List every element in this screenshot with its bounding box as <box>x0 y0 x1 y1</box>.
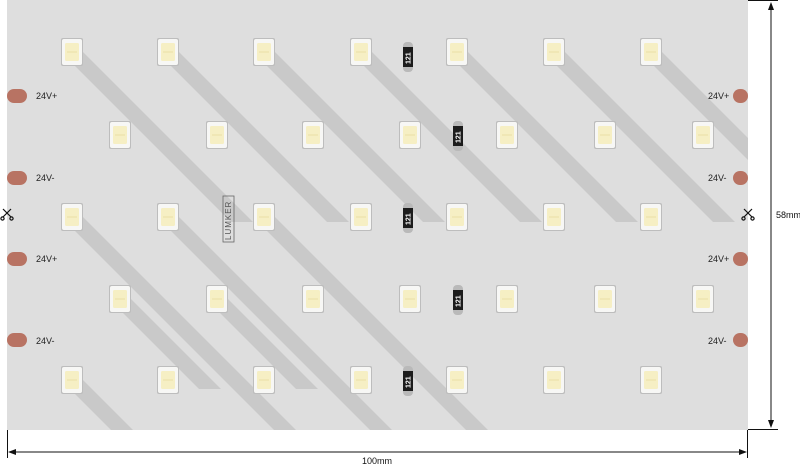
led-19 <box>446 366 468 394</box>
copper-traces <box>61 52 748 430</box>
led-array <box>61 38 714 394</box>
led-28 <box>692 121 714 149</box>
pad-label-right-1: 24V+ <box>708 91 729 101</box>
led-8 <box>61 203 83 231</box>
pad-labels-left: 24V+ 24V- 24V+ 24V- <box>36 91 57 346</box>
resistor-5: 121 <box>403 366 413 396</box>
pad-right-2 <box>733 171 748 185</box>
pad-label-left-1: 24V+ <box>36 91 57 101</box>
width-label: 100mm <box>362 456 392 465</box>
led-17 <box>253 366 275 394</box>
copper-trace-5 <box>446 52 638 222</box>
led-35 <box>692 285 714 313</box>
led-10 <box>253 203 275 231</box>
pad-label-right-2: 24V- <box>708 173 727 183</box>
led-6 <box>543 38 565 66</box>
resistor-code: 121 <box>406 376 413 388</box>
cut-mark-right-icon <box>741 208 755 221</box>
pad-right-4 <box>733 333 748 347</box>
copper-trace-6 <box>543 52 735 222</box>
pad-right-1 <box>733 89 748 103</box>
resistor-array: 121 121 121 121 121 <box>403 42 463 396</box>
led-20 <box>543 366 565 394</box>
led-12 <box>446 203 468 231</box>
pad-left-2 <box>7 171 27 185</box>
solder-pads <box>7 89 748 347</box>
pad-left-1 <box>7 89 27 103</box>
copper-trace-10 <box>253 217 488 430</box>
led-9 <box>157 203 179 231</box>
resistor-code: 121 <box>456 295 463 307</box>
led-25 <box>399 121 421 149</box>
resistor-code: 121 <box>406 52 413 64</box>
led-1 <box>61 38 83 66</box>
pad-label-right-3: 24V+ <box>708 254 729 264</box>
led-31 <box>302 285 324 313</box>
led-18 <box>350 366 372 394</box>
led-13 <box>543 203 565 231</box>
resistor-1: 121 <box>403 42 413 72</box>
pad-label-left-2: 24V- <box>36 173 55 183</box>
copper-trace-8 <box>61 217 296 430</box>
led-21 <box>640 366 662 394</box>
pad-left-4 <box>7 333 27 347</box>
led-4 <box>350 38 372 66</box>
resistor-3: 121 <box>403 203 413 233</box>
led-5 <box>446 38 468 66</box>
resistor-code: 121 <box>456 131 463 143</box>
led-27 <box>594 121 616 149</box>
resistor-code: 121 <box>406 213 413 225</box>
led-26 <box>496 121 518 149</box>
pad-left-3 <box>7 252 27 266</box>
brand-text: LUMKER <box>224 201 233 240</box>
led-32 <box>399 285 421 313</box>
pad-label-right-4: 24V- <box>708 336 727 346</box>
copper-trace-1 <box>61 52 253 222</box>
led-11 <box>350 203 372 231</box>
led-3 <box>253 38 275 66</box>
led-24 <box>302 121 324 149</box>
pad-labels-right: 24V+ 24V- 24V+ 24V- <box>708 91 729 346</box>
copper-trace-13 <box>206 299 318 389</box>
led-22 <box>109 121 131 149</box>
pad-label-left-3: 24V+ <box>36 254 57 264</box>
led-2 <box>157 38 179 66</box>
led-33 <box>496 285 518 313</box>
brand-logo: LUMKER <box>222 195 235 243</box>
resistor-2: 121 <box>453 121 463 151</box>
led-16 <box>157 366 179 394</box>
led-30 <box>206 285 228 313</box>
led-29 <box>109 285 131 313</box>
height-label: 58mm <box>776 210 800 220</box>
copper-trace-4 <box>350 52 542 222</box>
copper-trace-7 <box>640 52 748 160</box>
led-15 <box>61 366 83 394</box>
led-14 <box>640 203 662 231</box>
copper-trace-3 <box>253 52 445 222</box>
led-7 <box>640 38 662 66</box>
height-dimension <box>748 0 778 430</box>
pad-right-3 <box>733 252 748 266</box>
copper-trace-9 <box>157 217 392 430</box>
resistor-4: 121 <box>453 285 463 315</box>
led-23 <box>206 121 228 149</box>
cut-mark-left-icon <box>0 208 14 221</box>
copper-trace-2 <box>157 52 349 222</box>
width-dimension <box>7 430 748 458</box>
led-34 <box>594 285 616 313</box>
copper-trace-12 <box>109 299 221 389</box>
pad-label-left-4: 24V- <box>36 336 55 346</box>
